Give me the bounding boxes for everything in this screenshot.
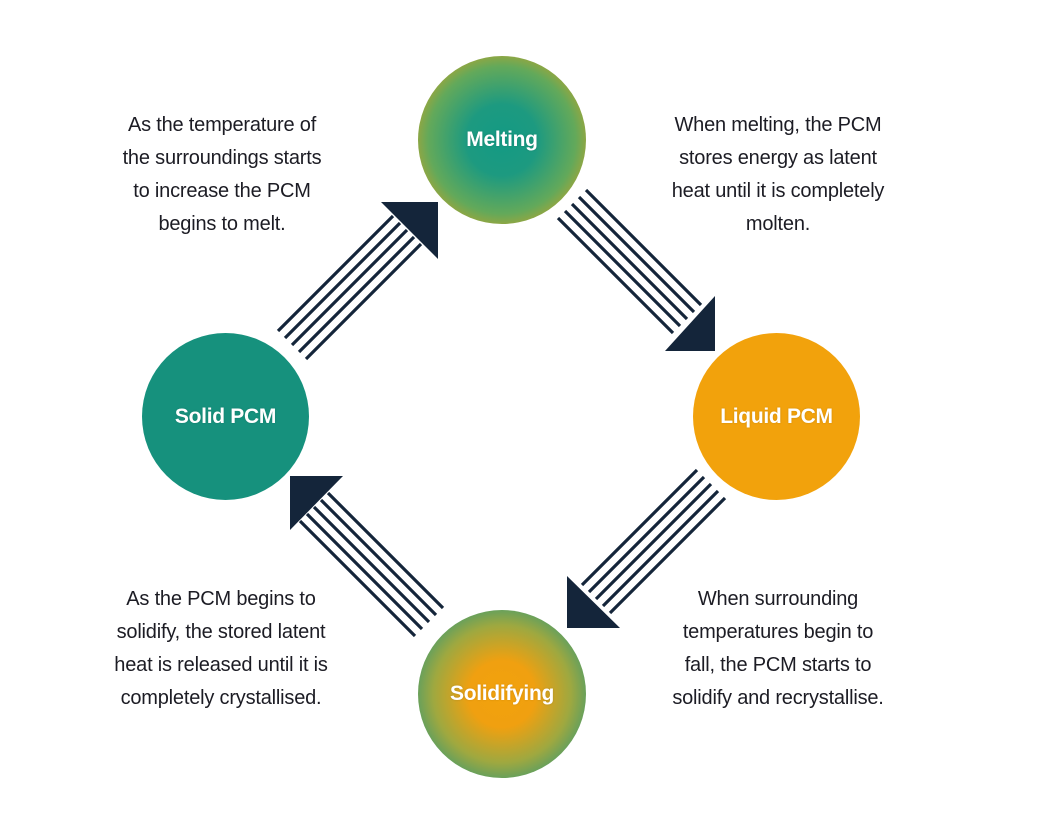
description-cooling-start: When surrounding temperatures begin to f…	[652, 583, 904, 715]
description-line: heat is released until it is	[114, 654, 328, 676]
solidifying-label: Solidifying	[449, 682, 555, 705]
solidifying-node: Solidifying	[418, 610, 586, 778]
solid-pcm-label: Solid PCM	[174, 404, 277, 428]
description-line: begins to melt.	[158, 213, 286, 235]
description-line: completely crystallised.	[120, 687, 322, 709]
description-line: As the temperature of	[127, 114, 317, 136]
description-line: As the PCM begins to	[126, 588, 316, 610]
description-heating-start: As the temperature of the surroundings s…	[100, 109, 344, 241]
liquid-pcm-label: Liquid PCM	[720, 404, 833, 428]
description-line: heat until it is completely	[671, 180, 885, 202]
description-line: temperatures begin to	[682, 621, 874, 643]
description-line: solidify and recrystallise.	[672, 687, 884, 709]
description-line: to increase the PCM	[133, 180, 311, 202]
description-line: solidify, the stored latent	[116, 621, 326, 643]
melting-label: Melting	[466, 128, 538, 151]
melting-node: Melting	[418, 56, 586, 224]
description-solidifying: As the PCM begins to solidify, the store…	[90, 583, 352, 715]
arrow-liquid-to-solidifying	[567, 468, 727, 628]
liquid-pcm-node: Liquid PCM	[693, 333, 860, 500]
arrow-solidifying-to-solid	[290, 476, 445, 638]
arrow-melting-to-liquid	[556, 188, 715, 351]
description-line: the surroundings starts	[122, 147, 322, 169]
arrow-solid-to-melting	[276, 202, 438, 361]
solid-pcm-node: Solid PCM	[142, 333, 309, 500]
description-line: stores energy as latent	[679, 147, 877, 169]
description-line: molten.	[745, 213, 811, 235]
description-melting: When melting, the PCM stores energy as l…	[652, 109, 904, 241]
description-line: When surrounding	[697, 588, 859, 610]
description-line: fall, the PCM starts to	[684, 654, 872, 676]
description-line: When melting, the PCM	[674, 114, 882, 136]
